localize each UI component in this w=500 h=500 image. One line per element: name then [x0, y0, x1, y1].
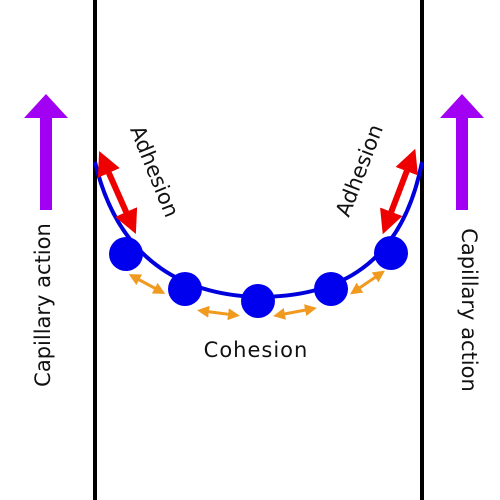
molecule-circle-icon [109, 237, 143, 271]
molecule-circle-icon [374, 236, 408, 270]
cohesion-arrow-2-icon [197, 305, 240, 321]
cohesion-arrow-3-icon [273, 304, 317, 320]
left-capillary-arrow-icon [24, 94, 68, 210]
molecule-circle-icon [314, 272, 348, 306]
right-adhesion-arrow-icon [380, 148, 418, 235]
cohesion-arrow-1-icon [128, 274, 166, 294]
molecule-circle-icon [168, 272, 202, 306]
right-adhesion-label: Adhesion [331, 121, 388, 220]
right-capillary-arrow-icon [440, 94, 484, 210]
molecule-circle-icon [241, 284, 275, 318]
right-capillary-label: Capillary action [457, 228, 481, 392]
meniscus-curve [93, 161, 424, 300]
left-capillary-label: Capillary action [31, 223, 55, 387]
left-adhesion-label: Adhesion [125, 122, 183, 220]
cohesion-arrow-4-icon [350, 270, 385, 295]
cohesion-label: Cohesion [204, 338, 309, 362]
left-adhesion-arrow-icon [97, 151, 138, 234]
